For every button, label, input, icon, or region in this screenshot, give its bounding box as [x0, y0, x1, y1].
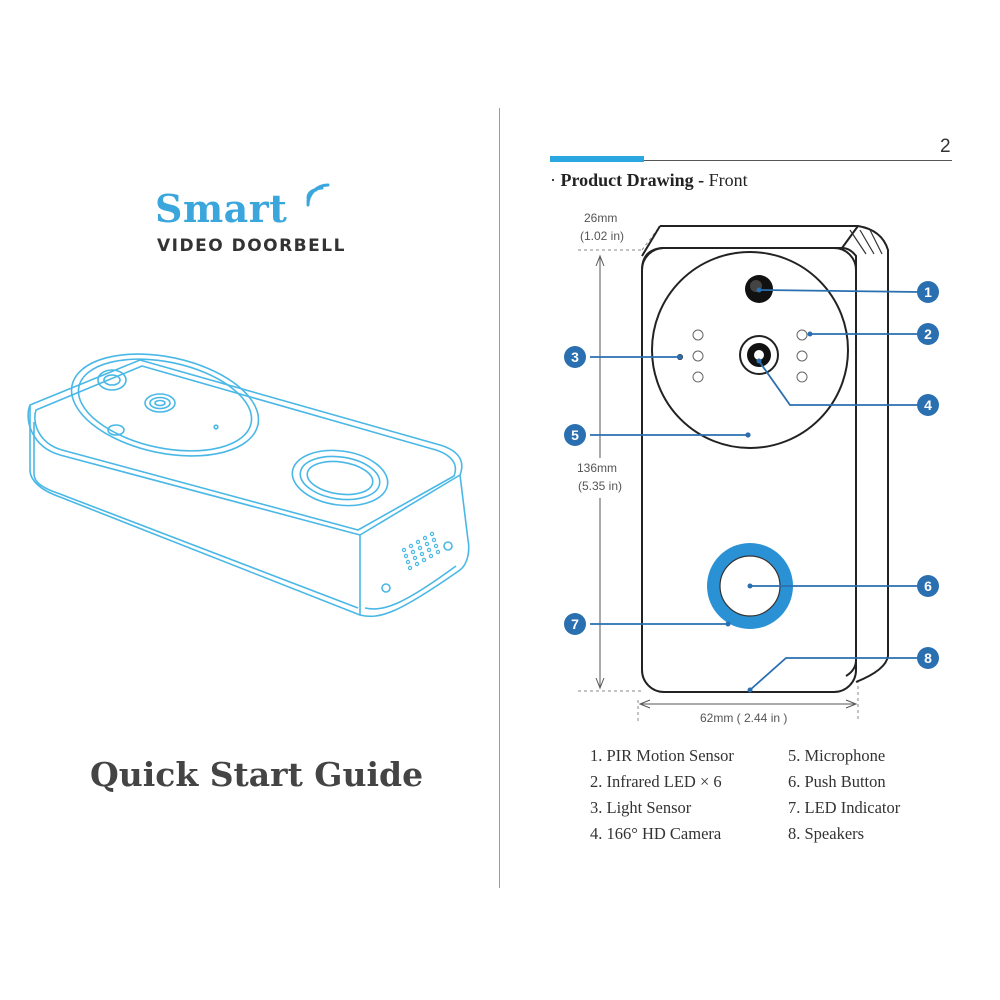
header-accent-bar — [550, 156, 644, 162]
svg-text:4: 4 — [924, 397, 932, 413]
svg-text:3: 3 — [571, 349, 579, 365]
legend-item: 5. Microphone — [788, 746, 886, 765]
legend-column-right: 5. Microphone 6. Push Button 7. LED Indi… — [788, 745, 988, 849]
svg-text:6: 6 — [924, 578, 932, 594]
brand-logo: Smart VIDEO DOORBELL — [155, 186, 355, 256]
legend-item: 4. 166° HD Camera — [590, 824, 722, 843]
legend-item: 7. LED Indicator — [788, 798, 901, 817]
callout-lines — [590, 289, 921, 691]
depth-mm-label: 26mm — [584, 211, 617, 225]
legend-item: 2. Infrared LED × 6 — [590, 772, 722, 791]
width-label: 62mm ( 2.44 in ) — [700, 711, 787, 725]
callout-badge-8: 8 — [917, 647, 939, 669]
dimension-arrows — [595, 254, 858, 709]
header-rule — [550, 160, 952, 161]
section-view: Front — [708, 170, 748, 190]
svg-text:8: 8 — [924, 650, 932, 666]
callout-badge-2: 2 — [917, 323, 939, 345]
callout-badge-4: 4 — [917, 394, 939, 416]
height-in-label: (5.35 in) — [578, 479, 622, 493]
brand-word: Smart — [155, 186, 288, 231]
page-number: 2 — [940, 136, 951, 157]
legend-item: 3. Light Sensor — [590, 798, 692, 817]
callout-dots — [677, 287, 813, 693]
callout-badge-5: 5 — [564, 424, 586, 446]
legend-item: 1. PIR Motion Sensor — [590, 746, 734, 765]
wifi-icon — [306, 183, 330, 207]
dimension-guides — [578, 225, 859, 722]
legend-item: 8. Speakers — [788, 824, 865, 843]
callout-badge-7: 7 — [564, 613, 586, 635]
front-drawing: 26mm (1.02 in) 136mm (5.35 in) 62mm ( 2.… — [564, 211, 939, 725]
legend-column-left: 1. PIR Motion Sensor 2. Infrared LED × 6… — [590, 745, 790, 849]
callout-badge-1: 1 — [917, 281, 939, 303]
section-title: · Product Drawing - Front — [550, 170, 748, 191]
height-mm-label: 136mm — [577, 461, 617, 475]
svg-text:2: 2 — [924, 326, 932, 342]
svg-text:7: 7 — [571, 616, 579, 632]
brand-subtitle: VIDEO DOORBELL — [157, 236, 346, 256]
doorbell-illustration — [27, 353, 470, 618]
section-bullet: · — [550, 170, 561, 190]
page-divider — [499, 108, 500, 888]
svg-text:5: 5 — [571, 427, 579, 443]
callout-badge-3: 3 — [564, 346, 586, 368]
depth-in-label: (1.02 in) — [580, 229, 624, 243]
infrared-leds — [692, 329, 808, 383]
guide-title: Quick Start Guide — [90, 755, 424, 794]
section-label: Product Drawing - — [560, 170, 705, 190]
sensor-disc — [651, 251, 849, 449]
legend-item: 6. Push Button — [788, 772, 886, 791]
svg-text:1: 1 — [924, 284, 932, 300]
side-ridges — [849, 229, 883, 255]
callout-badge-6: 6 — [917, 575, 939, 597]
